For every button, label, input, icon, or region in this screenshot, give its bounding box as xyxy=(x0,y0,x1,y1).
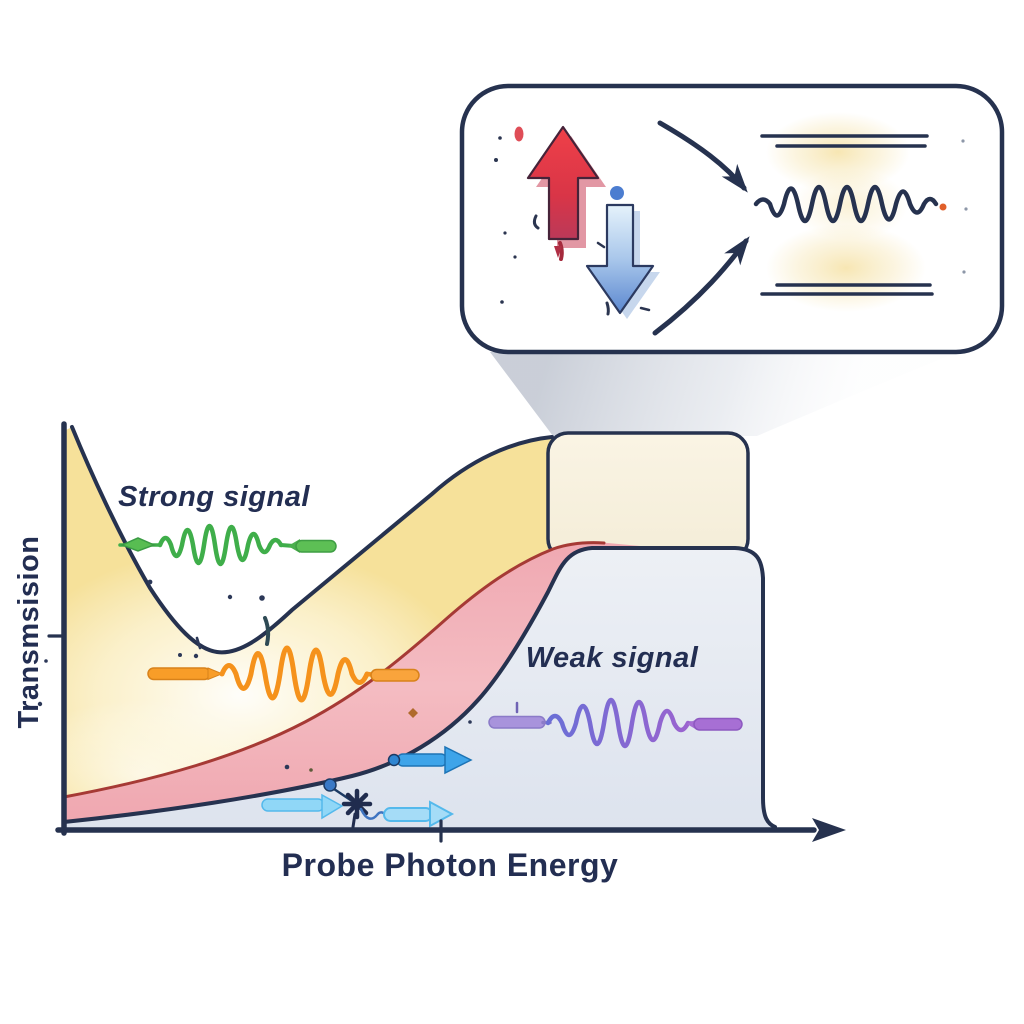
weak-signal-wave-icon xyxy=(488,698,743,748)
weak-signal-label: Weak signal xyxy=(526,642,699,674)
blue-arrow-icon xyxy=(396,753,448,767)
green-diamond-tip xyxy=(120,537,156,552)
pump-band-edge xyxy=(62,541,606,799)
inset-funnel-shadow xyxy=(490,352,958,436)
resonance-window-box xyxy=(546,431,750,561)
weak-band-edge xyxy=(62,546,777,829)
weak-band-region xyxy=(62,546,777,829)
curve-node-dot xyxy=(323,778,337,792)
wave-end-dot xyxy=(939,203,947,211)
axes xyxy=(47,421,846,843)
scatter-star-icon xyxy=(341,788,373,829)
strong-signal-label: Strong signal xyxy=(118,481,310,513)
inset-box xyxy=(459,83,1005,355)
y-axis-label: Transmsision xyxy=(13,536,45,729)
cavity-glow xyxy=(766,112,910,192)
light-blue-arrow-icon xyxy=(261,798,325,812)
inset-panel xyxy=(459,83,1005,355)
cavity-field-wave-icon xyxy=(753,184,939,224)
strong-signal-wave-icon xyxy=(118,523,337,567)
x-axis-label: Probe Photon Energy xyxy=(282,847,619,883)
coupling-arrow-icon xyxy=(652,236,750,336)
curve-node-dot xyxy=(387,753,401,767)
coupling-arrow-icon xyxy=(657,120,748,193)
cavity-mirror-icon xyxy=(760,134,934,296)
cavity-glow xyxy=(792,169,908,241)
x-axis-arrowhead-icon xyxy=(812,818,846,842)
ink-specks xyxy=(37,579,519,867)
inset-specks xyxy=(494,136,968,316)
spin-down-arrow-icon xyxy=(585,186,660,319)
spin-up-arrow-icon xyxy=(514,125,606,261)
cavity-glow xyxy=(766,224,926,312)
light-blue-arrow-icon xyxy=(383,807,433,822)
pump-wave-icon xyxy=(147,645,420,703)
